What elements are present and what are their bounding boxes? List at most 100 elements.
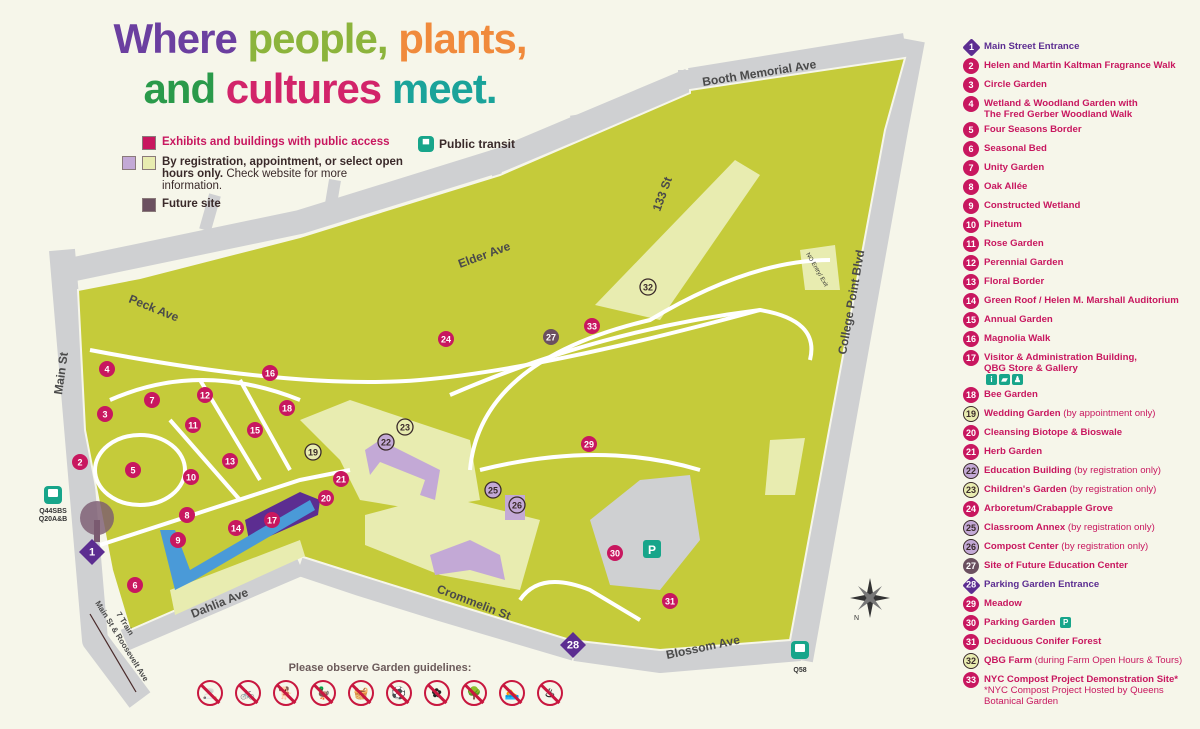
map-marker-33[interactable]: 33: [584, 318, 600, 334]
map-marker-31[interactable]: 31: [662, 593, 678, 609]
map-marker-26[interactable]: 26: [508, 496, 526, 514]
future-swatch: [142, 198, 156, 212]
location-number-badge: 3: [963, 77, 979, 93]
map-marker-18[interactable]: 18: [279, 400, 295, 416]
no-smoking-icon: 🚬: [197, 680, 223, 706]
location-number-badge: 1: [962, 38, 981, 57]
map-marker-28[interactable]: 28: [560, 632, 586, 658]
map-marker-24[interactable]: 24: [438, 331, 454, 347]
map-marker-22[interactable]: 22: [377, 433, 395, 451]
location-name: Rose Garden: [984, 238, 1044, 249]
map-marker-17[interactable]: 17: [264, 512, 280, 528]
location-note: (during Farm Open Hours & Tours): [1031, 655, 1183, 667]
svg-text:8: 8: [184, 511, 189, 521]
title-line-1: Where people, plants,: [90, 14, 550, 64]
location-name: Perennial Garden: [984, 257, 1064, 268]
map-marker-32[interactable]: 32: [639, 278, 657, 296]
location-number-badge: 8: [963, 179, 979, 195]
public-swatch: [142, 136, 156, 150]
no-picnicking-icon: 🧺: [348, 680, 375, 706]
map-marker-3[interactable]: 3: [97, 406, 113, 422]
location-list-item[interactable]: 8 Oak Allée: [963, 179, 1200, 200]
location-name: Seasonal Bed: [984, 143, 1047, 154]
map-marker-7[interactable]: 7: [144, 392, 160, 408]
map-marker-19[interactable]: 19: [304, 443, 322, 461]
booth-memorial-road: [678, 33, 907, 92]
map-marker-1[interactable]: 1: [79, 539, 105, 565]
map-marker-15[interactable]: 15: [247, 422, 263, 438]
map-marker-16[interactable]: 16: [262, 365, 278, 381]
location-number-badge: 21: [963, 444, 979, 461]
map-marker-5[interactable]: 5: [125, 462, 141, 478]
svg-text:12: 12: [200, 391, 210, 401]
location-note: (by registration only): [1065, 522, 1155, 534]
map-marker-29[interactable]: 29: [581, 436, 597, 452]
map-marker-21[interactable]: 21: [333, 471, 349, 487]
location-name: Oak Allée: [984, 181, 1028, 192]
location-number-badge: 33: [963, 672, 979, 689]
map-marker-8[interactable]: 8: [179, 507, 195, 523]
location-number-badge: 27: [963, 558, 979, 575]
garden-guidelines: Please observe Garden guidelines: 🚬🚲🐕🦆🧺⚽…: [190, 662, 570, 706]
no-grilling-icon: ♨: [536, 680, 563, 706]
map-marker-14[interactable]: 14: [228, 520, 244, 536]
map-marker-2[interactable]: 2: [72, 454, 88, 470]
map-marker-4[interactable]: 4: [99, 361, 115, 377]
map-marker-25[interactable]: 25: [484, 481, 502, 499]
no-bicycles-icon: 🚲: [234, 680, 261, 706]
map-marker-20[interactable]: 20: [318, 490, 334, 506]
map-marker-13[interactable]: 13: [222, 453, 238, 469]
parking-icon[interactable]: P: [643, 540, 661, 558]
map-marker-10[interactable]: 10: [183, 469, 199, 485]
map-marker-27[interactable]: 27: [543, 329, 559, 345]
map-marker-6[interactable]: 6: [127, 577, 143, 593]
map-marker-12[interactable]: 12: [197, 387, 213, 403]
location-name: Floral Border: [984, 276, 1045, 287]
location-number-badge: 20: [963, 425, 979, 442]
map-marker-9[interactable]: 9: [170, 532, 186, 548]
map-marker-11[interactable]: 11: [185, 417, 201, 433]
location-number-badge: 9: [963, 198, 979, 214]
location-name: Main Street Entrance: [984, 41, 1080, 52]
map-marker-30[interactable]: 30: [607, 545, 623, 561]
bus-stop-main-st[interactable]: Q44SBS Q20A&B: [39, 486, 67, 523]
svg-text:19: 19: [308, 448, 318, 458]
no-feeding-wildlife-icon: 🦆: [310, 680, 337, 706]
svg-text:17: 17: [267, 516, 277, 526]
location-name: Helen and Martin Kaltman Fragrance Walk: [984, 60, 1176, 71]
map-marker-23[interactable]: 23: [396, 418, 414, 436]
bus-stop-blossom-ave[interactable]: Q58: [791, 641, 809, 674]
